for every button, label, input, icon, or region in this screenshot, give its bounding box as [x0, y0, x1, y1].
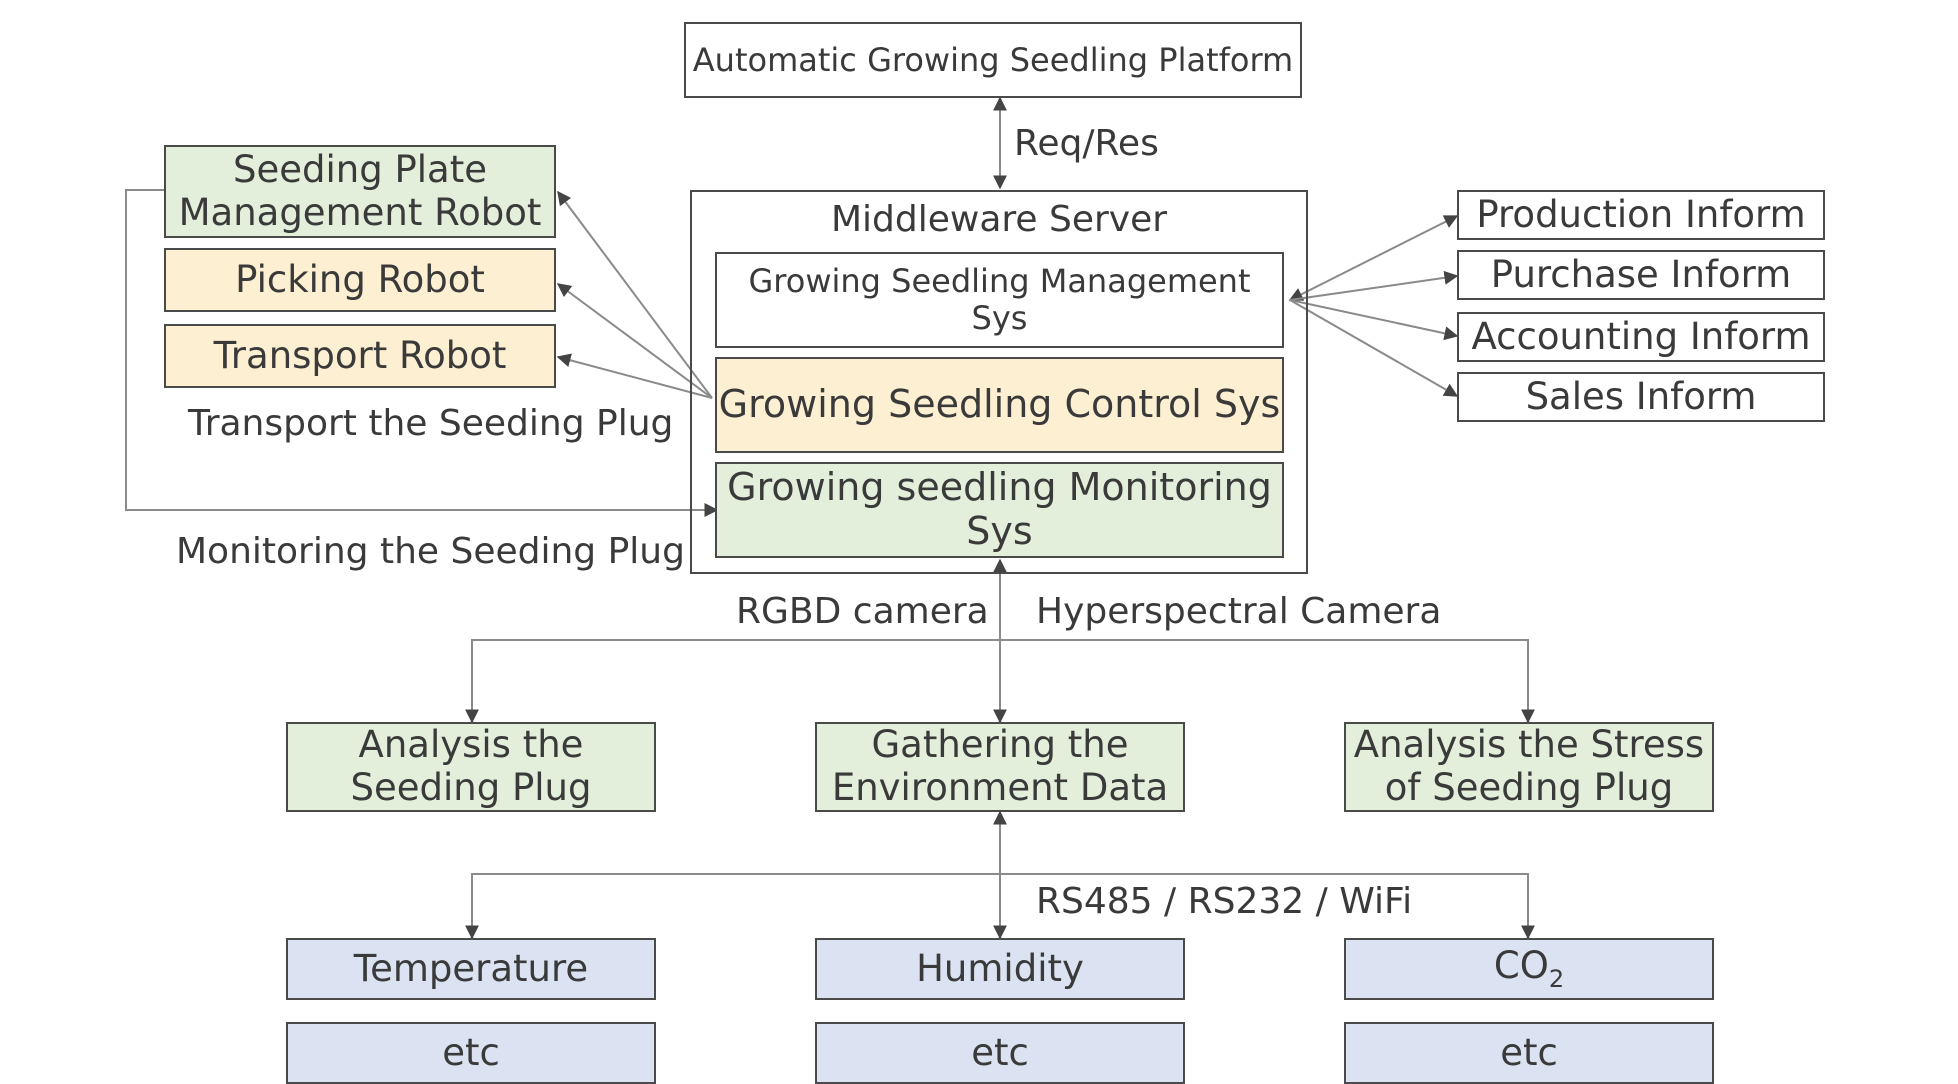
mgmt-to-production-arrow [1288, 215, 1459, 301]
etc-label-left: etc [442, 1030, 500, 1074]
mgmt-to-purchase-arrow [1289, 270, 1459, 301]
management-sys-box: Growing Seedling Management Sys [715, 252, 1284, 348]
control-sys-label: Growing Seedling Control Sys [718, 382, 1281, 427]
sales-inform-label: Sales Inform [1525, 374, 1757, 418]
etc-box-left: etc [286, 1022, 656, 1084]
control-to-picking-arrow [556, 283, 713, 399]
rgbd-camera-label: RGBD camera [736, 591, 989, 632]
purchase-inform-box: Purchase Inform [1457, 250, 1825, 300]
management-sys-label: Growing Seedling Management Sys [748, 262, 1251, 337]
etc-box-middle: etc [815, 1022, 1185, 1084]
temperature-label: Temperature [353, 946, 589, 990]
production-inform-box: Production Inform [1457, 190, 1825, 240]
analysis-stress-line1: Analysis the Stress [1353, 723, 1705, 767]
gathering-environment-line1: Gathering the [871, 723, 1129, 767]
picking-robot-label: Picking Robot [235, 257, 485, 301]
sensor-branch-right [1000, 873, 1535, 940]
analysis-stress-line2: of Seeding Plug [1384, 766, 1674, 809]
mgmt-to-accounting-arrow [1289, 299, 1459, 341]
analysis-seeding-plug-line2: Seeding Plug [350, 766, 592, 809]
co2-main-text: CO [1493, 943, 1549, 987]
seeding-plate-robot-line2: Management Robot [178, 190, 542, 234]
humidity-box: Humidity [815, 938, 1185, 1000]
co2-subscript: 2 [1548, 964, 1565, 993]
seeding-plate-robot-box: Seeding Plate Management Robot [164, 145, 556, 238]
middleware-server-frame [690, 190, 1308, 574]
camera-branch-right [1000, 639, 1535, 724]
control-to-seeding-plate-arrow [557, 190, 713, 399]
transport-robot-label: Transport Robot [213, 333, 507, 377]
gathering-environment-box: Gathering the Environment Data [815, 722, 1185, 812]
humidity-label: Humidity [916, 946, 1084, 990]
camera-branch-left [465, 639, 1000, 724]
seeding-plate-to-monitoring-arrow [125, 189, 719, 517]
control-to-transport-arrow [556, 353, 713, 399]
gathering-environment-line2: Environment Data [831, 766, 1169, 809]
analysis-seeding-plug-line1: Analysis the [358, 723, 584, 767]
production-inform-label: Production Inform [1476, 192, 1806, 236]
etc-box-right: etc [1344, 1022, 1714, 1084]
platform-label: Automatic Growing Seedling Platform [692, 40, 1294, 79]
etc-label-right: etc [1500, 1030, 1558, 1074]
mgmt-to-sales-arrow [1289, 299, 1459, 397]
monitoring-plug-label: Monitoring the Seeding Plug [176, 531, 685, 572]
rs485-label: RS485 / RS232 / WiFi [1036, 881, 1413, 922]
temperature-box: Temperature [286, 938, 656, 1000]
transport-robot-box: Transport Robot [164, 324, 556, 388]
accounting-inform-label: Accounting Inform [1471, 314, 1811, 358]
transport-plug-label: Transport the Seeding Plug [188, 403, 674, 444]
platform-box: Automatic Growing Seedling Platform [684, 22, 1302, 98]
accounting-inform-box: Accounting Inform [1457, 312, 1825, 362]
req-res-label: Req/Res [1014, 123, 1159, 164]
picking-robot-box: Picking Robot [164, 248, 556, 312]
monitoring-sys-label: Growing seedling Monitoring Sys [727, 465, 1272, 553]
etc-label-middle: etc [971, 1030, 1029, 1074]
purchase-inform-label: Purchase Inform [1490, 252, 1792, 296]
hyperspectral-camera-label: Hyperspectral Camera [1036, 591, 1442, 632]
seeding-plate-robot-line1: Seeding Plate [232, 147, 487, 191]
monitoring-sys-box: Growing seedling Monitoring Sys [715, 462, 1284, 558]
sensor-branch-left [465, 873, 1000, 940]
analysis-stress-box: Analysis the Stress of Seeding Plug [1344, 722, 1714, 812]
control-sys-box: Growing Seedling Control Sys [715, 357, 1284, 453]
co2-label: CO2 [1493, 943, 1565, 994]
analysis-seeding-plug-box: Analysis the Seeding Plug [286, 722, 656, 812]
middleware-server-title: Middleware Server [830, 199, 1168, 240]
co2-box: CO2 [1344, 938, 1714, 1000]
sales-inform-box: Sales Inform [1457, 372, 1825, 422]
